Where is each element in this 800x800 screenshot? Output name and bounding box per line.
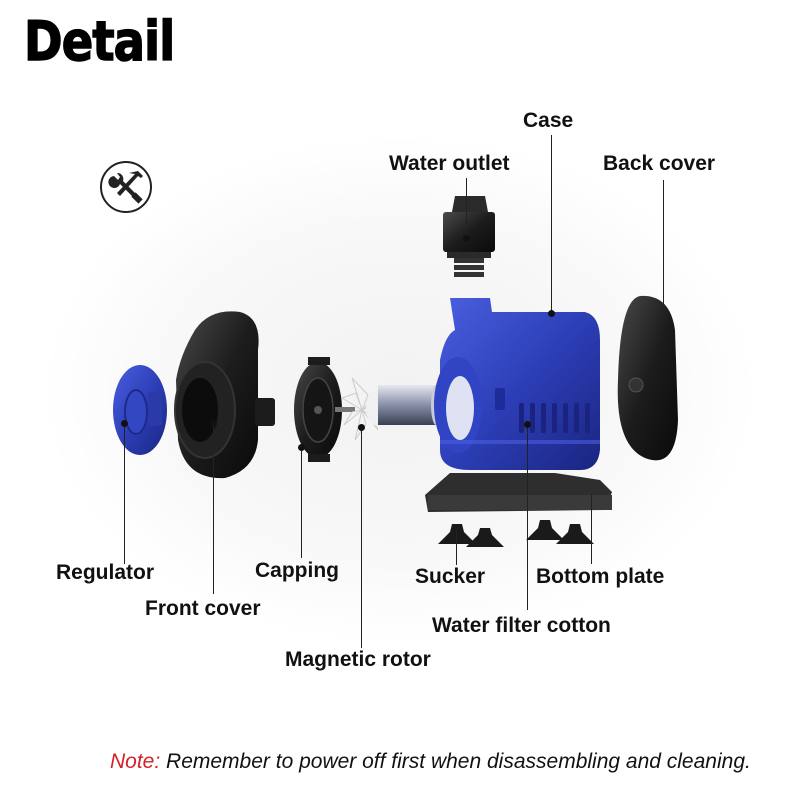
leader-case — [551, 135, 552, 315]
capping-part — [294, 357, 342, 462]
note-key: Note: — [110, 750, 161, 773]
wrench-hammer-icon — [98, 159, 154, 215]
label-bottom-plate: Bottom plate — [536, 565, 665, 588]
case-part — [434, 298, 600, 470]
back-cover-part — [617, 295, 678, 461]
leader-water-filter-cotton — [527, 425, 528, 610]
leader-dot — [358, 424, 365, 431]
leader-dot — [548, 310, 555, 317]
leader-back-cover — [663, 180, 664, 315]
label-magnetic-rotor: Magnetic rotor — [285, 648, 431, 671]
leader-dot — [524, 421, 531, 428]
safety-note: Note: Remember to power off first when d… — [110, 750, 751, 774]
water-outlet-part — [443, 196, 495, 277]
label-case: Case — [523, 109, 574, 132]
leader-dot — [463, 235, 470, 242]
leader-sucker — [456, 530, 457, 565]
label-front-cover: Front cover — [145, 597, 261, 620]
sucker-part — [438, 520, 594, 547]
magnetic-rotor-part — [335, 377, 466, 441]
leader-water-outlet — [466, 178, 467, 238]
label-regulator: Regulator — [56, 561, 155, 584]
leader-dot — [210, 420, 217, 427]
leader-front-cover — [213, 424, 214, 594]
regulator-part — [113, 365, 167, 455]
leader-dot — [121, 420, 128, 427]
leader-dot — [298, 444, 305, 451]
label-capping: Capping — [255, 559, 339, 582]
leader-bottom-plate — [591, 494, 592, 564]
bottom-plate-part — [425, 473, 612, 512]
leader-regulator — [124, 424, 125, 564]
label-back-cover: Back cover — [603, 152, 716, 175]
leader-capping — [301, 448, 302, 558]
label-sucker: Sucker — [415, 565, 486, 588]
leader-magnetic-rotor — [361, 428, 362, 648]
page-title: Detail — [23, 10, 175, 73]
label-water-outlet: Water outlet — [389, 152, 510, 175]
note-text: Remember to power off first when disasse… — [160, 750, 751, 773]
front-cover-part — [174, 311, 275, 479]
label-water-filter-cotton: Water filter cotton — [432, 614, 611, 637]
